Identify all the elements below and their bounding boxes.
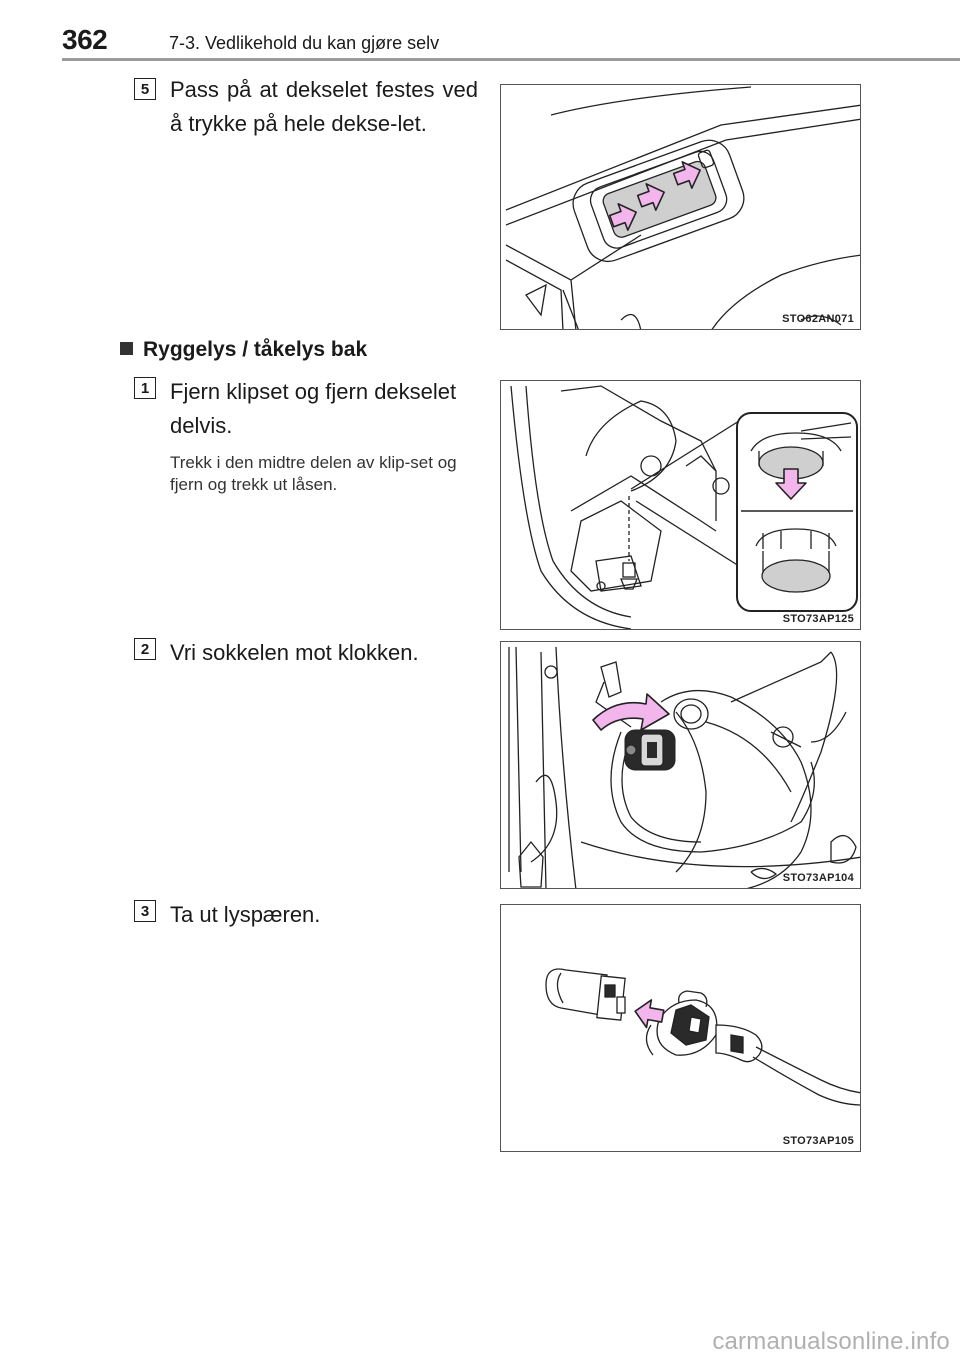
rotate-socket-illustration [508, 646, 860, 888]
watermark: carmanualsonline.info [712, 1328, 950, 1355]
figure-remove-bulb: STO73AP105 [500, 904, 861, 1152]
step-badge: 2 [134, 638, 156, 660]
page-header: 362 7-3. Vedlikehold du kan gjøre selv [62, 20, 960, 64]
remove-bulb-illustration [545, 968, 860, 1106]
figure-code: STO73AP125 [782, 613, 854, 625]
chapter-title: 7-3. Vedlikehold du kan gjøre selv [169, 33, 440, 53]
figure-code: STO73AP105 [782, 1135, 854, 1147]
page-number: 362 [62, 24, 108, 55]
clip-removal-illustration [510, 385, 858, 629]
step-badge: 1 [134, 377, 156, 399]
figure-clip-removal: STO73AP125 [500, 380, 861, 630]
step-instruction: Pass på at dekselet festes ved å trykke … [170, 77, 478, 136]
figure-code: STO73AP104 [782, 872, 854, 884]
figure-cover-press: STO62AN071 [500, 84, 861, 330]
step-badge: 3 [134, 900, 156, 922]
section-title-text: Ryggelys / tåkelys bak [143, 338, 368, 361]
step-note: Trekk i den midtre delen av klip-set og … [170, 453, 457, 494]
cover-press-illustration [505, 86, 860, 329]
step-instruction: Ta ut lyspæren. [170, 902, 321, 927]
square-bullet-icon [120, 342, 133, 355]
header-rule [62, 58, 960, 61]
step-instruction: Vri sokkelen mot klokken. [170, 640, 419, 665]
section-title: Ryggelys / tåkelys bak [120, 338, 367, 362]
step-instruction: Fjern klipset og fjern dekselet delvis. [170, 379, 457, 438]
figure-code: STO62AN071 [782, 313, 854, 325]
figure-rotate-socket: STO73AP104 [500, 641, 861, 889]
step-badge: 5 [134, 78, 156, 100]
